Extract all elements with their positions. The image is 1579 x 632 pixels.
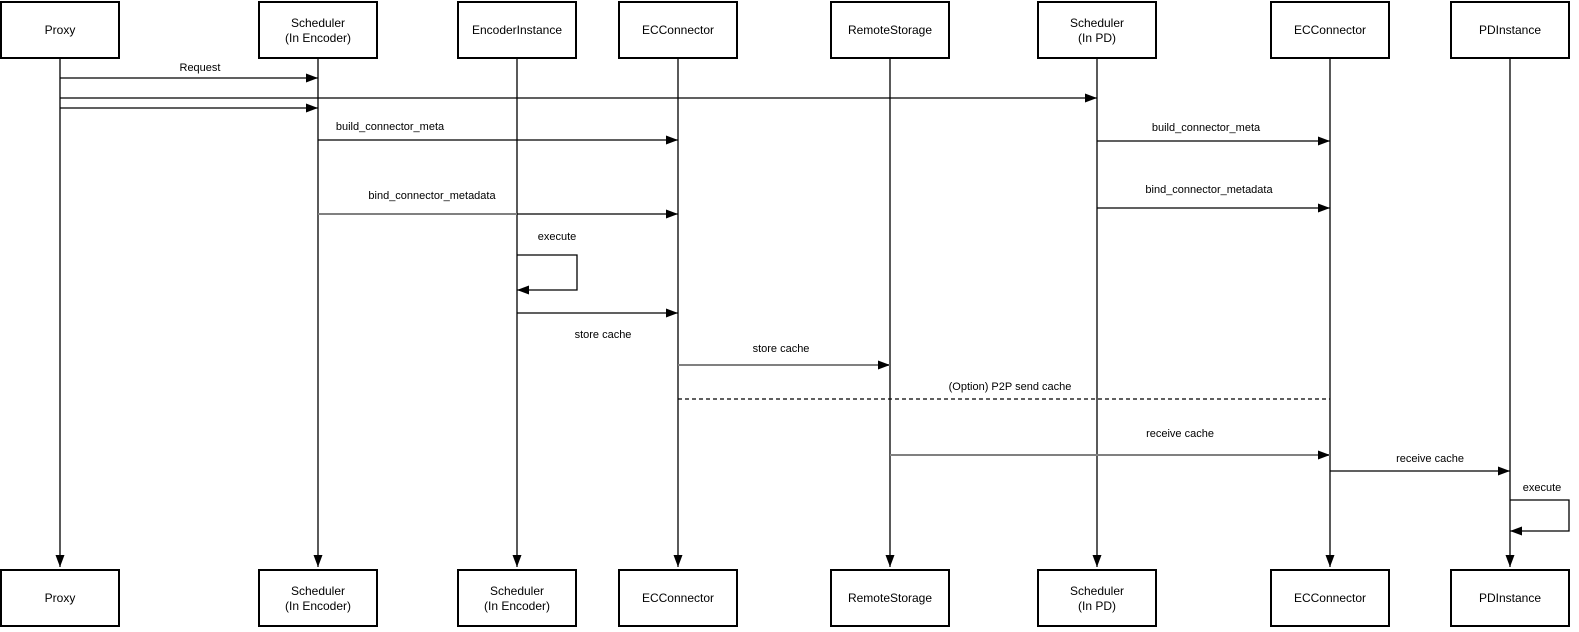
message-execute-encoder: execute: [517, 231, 578, 295]
message-build-connector-meta-encoder: build_connector_meta: [318, 121, 678, 145]
message-label-build-connector-meta-encoder: build_connector_meta: [336, 121, 445, 133]
participant-top-label-scheduler-encoder: Scheduler(In Encoder): [285, 16, 351, 45]
self-message-line-execute-encoder: [517, 254, 578, 295]
message-bind-connector-metadata-encoder: bind_connector_metadata: [318, 190, 678, 219]
message-label-build-connector-meta-pd: build_connector_meta: [1152, 122, 1261, 134]
participant-top-label-ec-connector-encoder: ECConnector: [642, 23, 714, 37]
message-execute-pd: execute: [1510, 482, 1570, 536]
participant-top-label-remote-storage: RemoteStorage: [848, 23, 932, 37]
participant-bottom-label-ec-connector-encoder: ECConnector: [642, 591, 714, 605]
message-bind-connector-metadata-pd: bind_connector_metadata: [1097, 184, 1330, 213]
message-store-cache-to-ecconnector: store cache: [517, 308, 678, 341]
participant-top-box-pd-instance: [1450, 1, 1570, 59]
participant-bottom-box-pd-instance: [1450, 569, 1570, 627]
participant-bottom-box-scheduler-encoder: [258, 569, 378, 627]
participant-bottom-box-ec-connector-encoder: [618, 569, 738, 627]
participant-top-box-proxy: [0, 1, 120, 59]
participant-top-box-ec-connector-pd: [1270, 1, 1390, 59]
message-store-cache-to-remotestorage: store cache: [678, 343, 890, 370]
message-label-execute-encoder: execute: [538, 231, 577, 243]
message-label-execute-pd: execute: [1523, 482, 1562, 494]
participant-bottom-label-encoder-instance: Scheduler(In Encoder): [484, 584, 550, 613]
message-label-request: Request: [180, 62, 221, 74]
message-label-store-cache-to-remotestorage: store cache: [753, 343, 810, 355]
message-label-bind-connector-metadata-pd: bind_connector_metadata: [1145, 184, 1273, 196]
message-request: Request: [60, 62, 318, 83]
message-label-bind-connector-metadata-encoder: bind_connector_metadata: [368, 190, 496, 202]
participant-bottom-box-ec-connector-pd: [1270, 569, 1390, 627]
participant-bottom-box-proxy: [0, 569, 120, 627]
participant-bottom-label-scheduler-encoder: Scheduler(In Encoder): [285, 584, 351, 613]
participant-top-box-remote-storage: [830, 1, 950, 59]
message-label-store-cache-to-ecconnector: store cache: [575, 329, 632, 341]
participant-bottom-label-pd-instance: PDInstance: [1479, 591, 1541, 605]
participant-bottom-label-scheduler-pd: Scheduler(In PD): [1070, 584, 1124, 613]
participant-bottom-box-remote-storage: [830, 569, 950, 627]
participant-top-box-scheduler-encoder: [258, 1, 378, 59]
participant-top-label-encoder-instance: EncoderInstance: [472, 23, 562, 37]
participant-top-label-ec-connector-pd: ECConnector: [1294, 23, 1366, 37]
message-receive-cache-from-remotestorage: receive cache: [890, 428, 1330, 460]
participant-top-label-scheduler-pd: Scheduler(In PD): [1070, 16, 1124, 45]
participant-bottom-label-ec-connector-pd: ECConnector: [1294, 591, 1366, 605]
message-label-receive-cache-to-pdinstance: receive cache: [1396, 453, 1464, 465]
message-label-receive-cache-from-remotestorage: receive cache: [1146, 428, 1214, 440]
participant-top-box-ec-connector-encoder: [618, 1, 738, 59]
message-label-p2p-send-cache: (Option) P2P send cache: [949, 381, 1072, 393]
participant-top-box-scheduler-pd: [1037, 1, 1157, 59]
participant-bottom-label-proxy: Proxy: [45, 591, 76, 605]
message-build-connector-meta-pd: build_connector_meta: [1097, 122, 1330, 146]
participant-bottom-label-remote-storage: RemoteStorage: [848, 591, 932, 605]
participant-top-label-proxy: Proxy: [45, 23, 76, 37]
message-receive-cache-to-pdinstance: receive cache: [1330, 453, 1510, 476]
participant-scheduler-pd: Scheduler(In PD) Scheduler(In PD): [1037, 1, 1157, 627]
participant-bottom-box-encoder-instance: [457, 569, 577, 627]
participant-top-box-encoder-instance: [457, 1, 577, 59]
participant-scheduler-encoder: Scheduler(In Encoder) Scheduler(In Encode…: [258, 1, 378, 627]
self-message-line-execute-pd: [1510, 499, 1570, 536]
message-p2p-send-cache: (Option) P2P send cache: [678, 381, 1330, 400]
participant-top-label-pd-instance: PDInstance: [1479, 23, 1541, 37]
participant-bottom-box-scheduler-pd: [1037, 569, 1157, 627]
